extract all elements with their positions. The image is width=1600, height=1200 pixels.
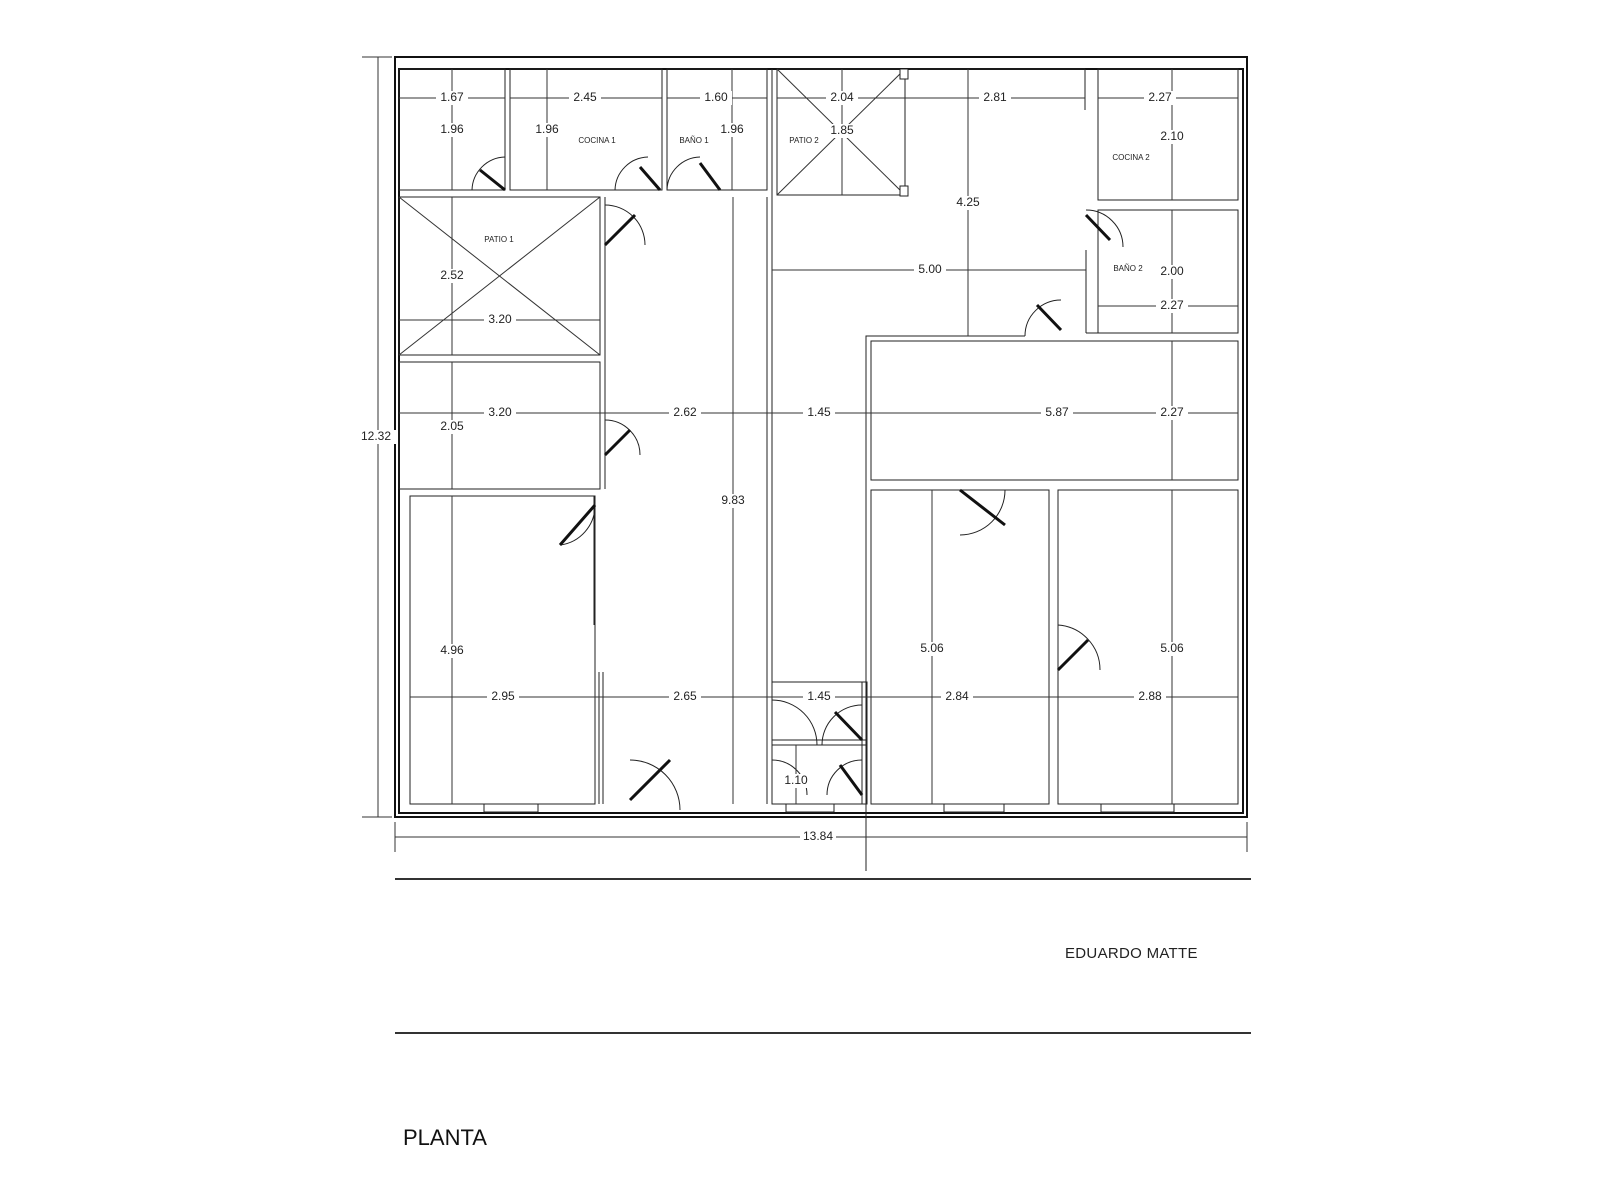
- room-label-patio-2: PATIO 2: [789, 136, 819, 145]
- dim-label: 4.96: [440, 643, 464, 657]
- dim-label: 2.62: [673, 405, 697, 419]
- dim-label: 2.45: [573, 90, 597, 104]
- dim-label: 2.88: [1138, 689, 1162, 703]
- room-label-cocina-1: COCINA 1: [578, 136, 616, 145]
- dim-label: 1.85: [830, 123, 854, 137]
- dim-label-overall-width: 13.84: [803, 829, 833, 843]
- dim-label: 2.65: [673, 689, 697, 703]
- dim-label: 5.06: [1160, 641, 1184, 655]
- dimension-lines: [362, 56, 1248, 852]
- room-label-bano-1: BAÑO 1: [679, 136, 709, 145]
- room-label-patio-1: PATIO 1: [484, 235, 514, 244]
- dim-label: 1.10: [784, 773, 808, 787]
- dim-label: 2.27: [1160, 298, 1184, 312]
- dim-label: 2.27: [1160, 405, 1184, 419]
- dim-label: 2.81: [983, 90, 1007, 104]
- dim-label: 2.10: [1160, 129, 1184, 143]
- dim-label: 1.96: [535, 122, 559, 136]
- room-label-cocina-2: COCINA 2: [1112, 153, 1150, 162]
- dim-label: 5.87: [1045, 405, 1069, 419]
- dim-label: 2.27: [1148, 90, 1172, 104]
- dimension-labels: 1.67 1.96 2.45 1.96 1.60 1.96 2.04 1.85 …: [360, 90, 1188, 844]
- author-name: EDUARDO MATTE: [1065, 945, 1198, 962]
- dim-label: 3.20: [488, 312, 512, 326]
- dim-label: 2.05: [440, 419, 464, 433]
- dim-label: 2.04: [830, 90, 854, 104]
- sheet-title: PLANTA: [403, 1125, 487, 1150]
- dim-label: 1.45: [807, 689, 831, 703]
- room-label-bano-2: BAÑO 2: [1113, 264, 1143, 273]
- dim-label: 1.96: [720, 122, 744, 136]
- dim-label: 2.52: [440, 268, 464, 282]
- dim-label: 1.96: [440, 122, 464, 136]
- dim-label: 1.67: [440, 90, 464, 104]
- dim-label: 5.06: [920, 641, 944, 655]
- title-block: [395, 878, 1251, 1034]
- patio-crosses: [398, 68, 909, 356]
- dim-label: 4.25: [956, 195, 980, 209]
- dim-label: 9.83: [721, 493, 745, 507]
- dim-label: 3.20: [488, 405, 512, 419]
- doors: [471, 156, 1124, 811]
- dim-label: 1.45: [807, 405, 831, 419]
- dim-label: 5.00: [918, 262, 942, 276]
- walls: [394, 56, 1248, 871]
- room-labels: PATIO 1 COCINA 1 BAÑO 1 PATIO 2 COCINA 2…: [484, 136, 1150, 273]
- dim-label-overall-height: 12.32: [361, 429, 391, 443]
- dim-label: 2.95: [491, 689, 515, 703]
- dim-label: 2.84: [945, 689, 969, 703]
- dim-label: 1.60: [704, 90, 728, 104]
- dim-label: 2.00: [1160, 264, 1184, 278]
